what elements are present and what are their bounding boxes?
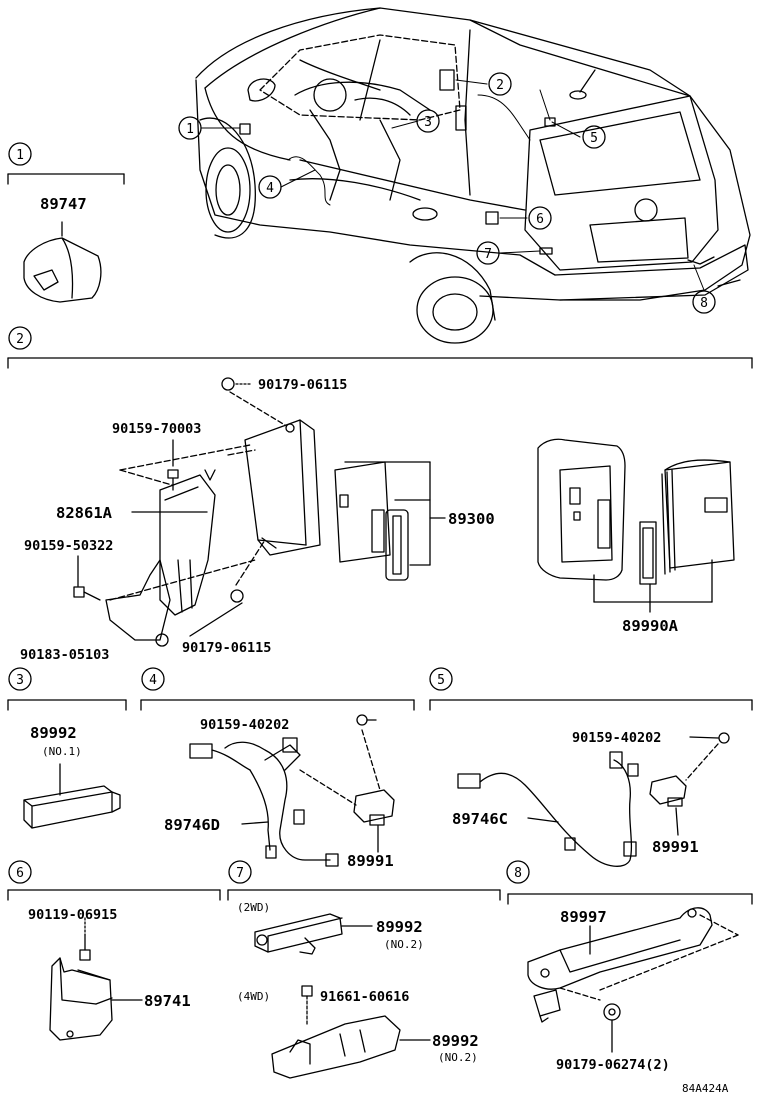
callout-label: 2: [496, 78, 504, 93]
part-number-90159-40202-sec5: 90159-40202: [572, 730, 661, 746]
figure-code: 84A424A: [682, 1082, 729, 1095]
section-8-number: 8: [514, 866, 522, 881]
part-number-89991-sec4: 89991: [347, 852, 394, 870]
part-number-89992-2wd: 89992: [376, 918, 423, 936]
part-note-no2-2wd: (NO.2): [384, 938, 424, 951]
callout-label: 8: [700, 296, 708, 311]
part-number-89741: 89741: [144, 992, 191, 1010]
part-number-90159-50322: 90159-50322: [24, 538, 113, 554]
section-3-number: 3: [16, 673, 24, 688]
section-5-number: 5: [437, 673, 445, 688]
label-2wd: (2WD): [237, 901, 270, 914]
callout-label: 6: [536, 212, 544, 227]
section-5: [429, 667, 753, 867]
section-4-number: 4: [149, 673, 157, 688]
section-6-number: 6: [16, 866, 24, 881]
part-number-89991-sec5: 89991: [652, 838, 699, 856]
callout-label: 1: [186, 122, 194, 137]
part-number-89997: 89997: [560, 908, 607, 926]
section-1: [7, 142, 125, 303]
part-number-bolt-top: 90179-06115: [258, 377, 347, 393]
section-3: [7, 667, 127, 829]
section-2-number: 2: [16, 332, 24, 347]
section-7: [227, 860, 501, 1079]
callout-circles: [178, 72, 716, 314]
part-number-89990A: 89990A: [622, 617, 679, 635]
part-number-89300: 89300: [448, 510, 495, 528]
label-4wd: (4WD): [237, 990, 270, 1003]
part-number-89746C: 89746C: [452, 810, 508, 828]
part-number-90159-70003: 90159-70003: [112, 421, 201, 437]
section-4: [140, 667, 415, 867]
vehicle-illustration: [195, 7, 751, 344]
part-number-90119-06915: 90119-06915: [28, 907, 117, 923]
callout-leaders: [200, 79, 705, 291]
callout-label: 4: [266, 181, 274, 196]
part-number-90183-05103: 90183-05103: [20, 647, 109, 663]
part-number-90159-40202-sec4: 90159-40202: [200, 717, 289, 733]
part-number-89992-no1: 89992: [30, 724, 77, 742]
part-note-no2-4wd: (NO.2): [438, 1051, 478, 1064]
part-number-89747: 89747: [40, 195, 87, 213]
part-number-91661-60616: 91661-60616: [320, 989, 409, 1005]
section-7-number: 7: [236, 866, 244, 881]
callout-label: 3: [424, 115, 432, 130]
part-number-89992-4wd: 89992: [432, 1032, 479, 1050]
part-number-82861A: 82861A: [56, 504, 113, 522]
section-2: [7, 326, 753, 647]
callout-label: 5: [590, 131, 598, 146]
section-8: [506, 860, 753, 1053]
part-note-no1: (NO.1): [42, 745, 82, 758]
section-1-number: 1: [16, 148, 24, 163]
callout-label: 7: [484, 247, 492, 262]
part-number-nut-lower: 90179-06115: [182, 640, 271, 656]
part-number-89746D: 89746D: [164, 816, 220, 834]
section-6: [7, 860, 221, 1041]
part-number-90179-06274: 90179-06274(2): [556, 1057, 670, 1073]
